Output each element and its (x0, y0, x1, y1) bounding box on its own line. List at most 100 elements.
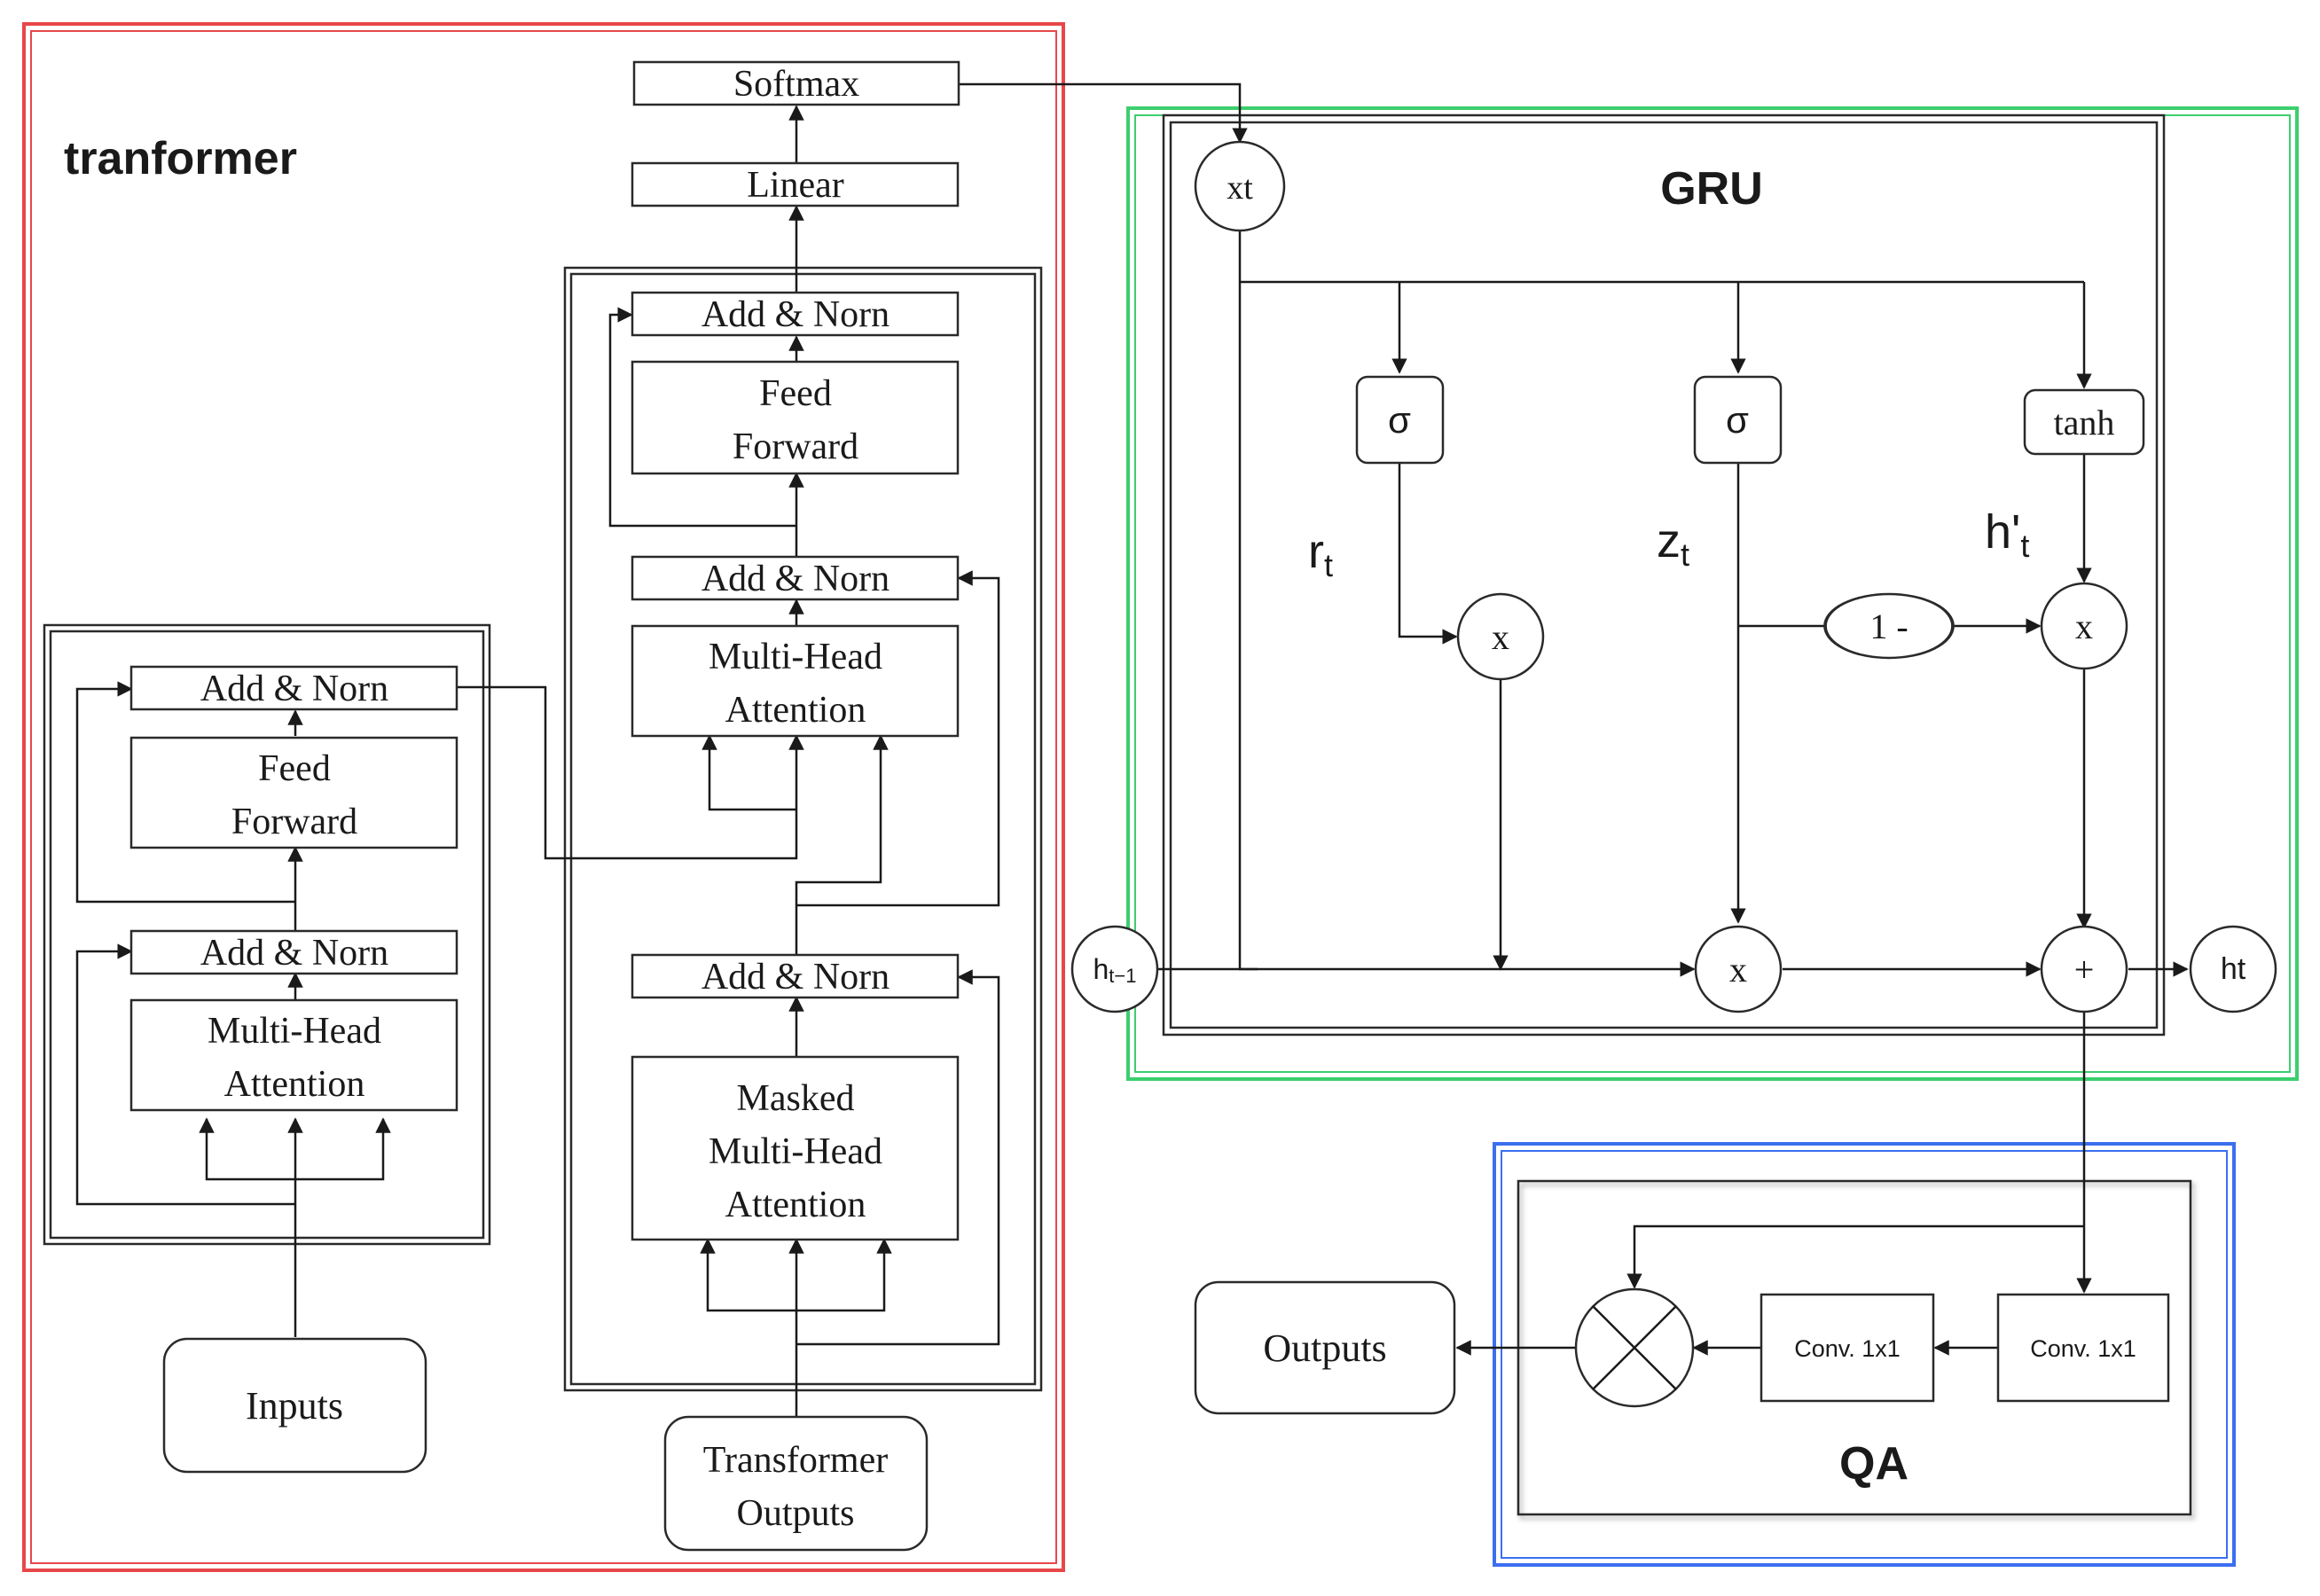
wire-enc-qkv-spread (199, 1117, 295, 1181)
transformer-outputs-label-2: Outputs (736, 1493, 854, 1534)
softmax-label: Softmax (733, 64, 859, 105)
encoder-attention-label-2: Attention (224, 1064, 365, 1105)
wire-dec-norm-to-cross (795, 734, 889, 955)
qa-wires (1455, 1224, 2084, 1356)
decoder-feed-forward: Feed Forward (631, 360, 960, 475)
decoder-add-norm-top-label: Add & Norn (701, 294, 890, 335)
h-prime-t-label: h't (1985, 505, 2029, 564)
mult-bottom-label: x (1729, 950, 1747, 990)
plus-label: + (2074, 950, 2095, 990)
wire-dec-qkv-spread-2 (796, 1238, 892, 1312)
decoder-add-norm-bottom-label: Add & Norn (701, 957, 890, 998)
encoder-block-outer (43, 623, 491, 1246)
encoder-add-norm-bottom-label: Add & Norn (200, 933, 388, 974)
tanh-gate: tanh (2023, 388, 2145, 456)
wire-xt-down (1238, 231, 1258, 971)
wire-dec-res3 (608, 307, 796, 528)
qa-title: QA (1839, 1438, 1909, 1490)
mult-bottom-node: x (1694, 925, 1783, 1013)
mult-r-label: x (1492, 617, 1509, 657)
decoder-masked-attention: Masked Multi-Head Attention (631, 1055, 960, 1241)
wire-enc-qkv-spread-2 (295, 1117, 391, 1181)
inputs-node: Inputs (162, 1337, 427, 1474)
conv-right-label: Conv. 1x1 (2030, 1335, 2136, 1362)
decoder-block-inner (569, 272, 1037, 1386)
wire-enc-res1 (75, 943, 295, 1206)
multiply-cross-icon (1592, 1305, 1677, 1390)
qa-outputs-label: Outputs (1263, 1326, 1386, 1370)
masked-attention-label-2: Multi-Head (709, 1131, 882, 1172)
sigma-z-gate: σ (1693, 375, 1783, 465)
masked-attention-label-1: Masked (737, 1078, 855, 1119)
wire-sigma-r-to-mult (1398, 463, 1458, 645)
decoder-add-norm-bottom: Add & Norn (631, 953, 960, 999)
wire-enc-to-dec (457, 685, 804, 860)
softmax-block: Softmax (632, 60, 960, 106)
wire-softmax-to-xt (959, 82, 1248, 144)
masked-attention-label-3: Attention (725, 1185, 866, 1225)
gru-title: GRU (1660, 163, 1763, 215)
decoder-add-norm-mid-label: Add & Norn (701, 559, 890, 599)
decoder-feed-forward-label-1: Feed (759, 373, 832, 414)
encoder-add-norm-top-label: Add & Norn (200, 669, 388, 709)
gru-block-outer (1162, 113, 2166, 1037)
mult-top-node: x (2040, 582, 2128, 670)
decoder-attention-label-1: Multi-Head (709, 637, 882, 677)
encoder-feed-forward-label-1: Feed (258, 748, 331, 789)
wire-dec-res2 (796, 570, 1000, 907)
elementwise-multiply-node (1574, 1287, 1695, 1408)
conv-left-block: Conv. 1x1 (1760, 1293, 1935, 1403)
r-t-label: rt (1308, 525, 1333, 583)
encoder-add-norm-bottom: Add & Norn (129, 929, 459, 975)
linear-label: Linear (747, 165, 844, 206)
gru-frame-outer (1126, 106, 2299, 1081)
gru-frame (1126, 106, 2299, 1081)
conv-right-block: Conv. 1x1 (1996, 1293, 2170, 1403)
encoder-multi-head-attention: Multi-Head Attention (129, 998, 459, 1112)
conv-left-label: Conv. 1x1 (1794, 1335, 1901, 1362)
gru-wires (1158, 231, 2189, 1294)
xt-label: xt (1227, 169, 1253, 207)
one-minus-label: 1 - (1869, 606, 1908, 646)
one-minus-node: 1 - (1823, 592, 1955, 660)
decoder-add-norm-mid: Add & Norn (631, 555, 960, 601)
wire-enc-res2 (75, 681, 295, 904)
decoder-attention-label-2: Attention (725, 690, 866, 731)
mult-r-node: x (1456, 592, 1545, 681)
encoder-attention-label-1: Multi-Head (208, 1011, 381, 1052)
sigma-r-gate: σ (1355, 375, 1445, 465)
wire-qa-skip (1626, 1224, 2084, 1289)
decoder-multi-head-attention: Multi-Head Attention (631, 624, 960, 738)
decoder-block-outer (563, 266, 1043, 1392)
linear-block: Linear (631, 161, 960, 207)
tanh-label: tanh (2054, 403, 2115, 442)
transformer-frame (22, 22, 1065, 1572)
transformer-title: tranformer (64, 133, 297, 184)
gru-frame-inner (1134, 114, 2291, 1073)
inputs-label: Inputs (246, 1384, 343, 1428)
qa-outputs-node: Outputs (1194, 1280, 1456, 1415)
plus-node: + (2040, 925, 2128, 1013)
encoder-feed-forward: Feed Forward (129, 736, 459, 849)
gru-block-inner (1169, 121, 2159, 1029)
qa-frame (1493, 1142, 2236, 1567)
h-prev-node: ht−1 (1070, 925, 1159, 1013)
encoder-block-inner (49, 630, 485, 1240)
wire-dec-res1 (796, 969, 1000, 1346)
transformer-frame-inner (30, 30, 1057, 1564)
sigma-r-label: σ (1388, 399, 1411, 441)
qa-frame-outer (1493, 1142, 2236, 1567)
sigma-z-label: σ (1726, 399, 1749, 441)
encoder-add-norm-top: Add & Norn (129, 665, 459, 711)
transformer-outputs-label-1: Transformer (703, 1440, 888, 1481)
decoder-feed-forward-label-2: Forward (733, 426, 858, 467)
mult-top-label: x (2075, 606, 2093, 646)
transformer-wires (75, 82, 1248, 1417)
h-prev-label: ht−1 (1093, 953, 1137, 987)
wire-dec-qkv-spread (700, 1238, 796, 1312)
transformer-outputs-node: Transformer Outputs (663, 1415, 929, 1552)
decoder-add-norm-top: Add & Norn (631, 291, 960, 337)
xt-node: xt (1194, 140, 1286, 232)
encoder-feed-forward-label-2: Forward (231, 802, 357, 842)
